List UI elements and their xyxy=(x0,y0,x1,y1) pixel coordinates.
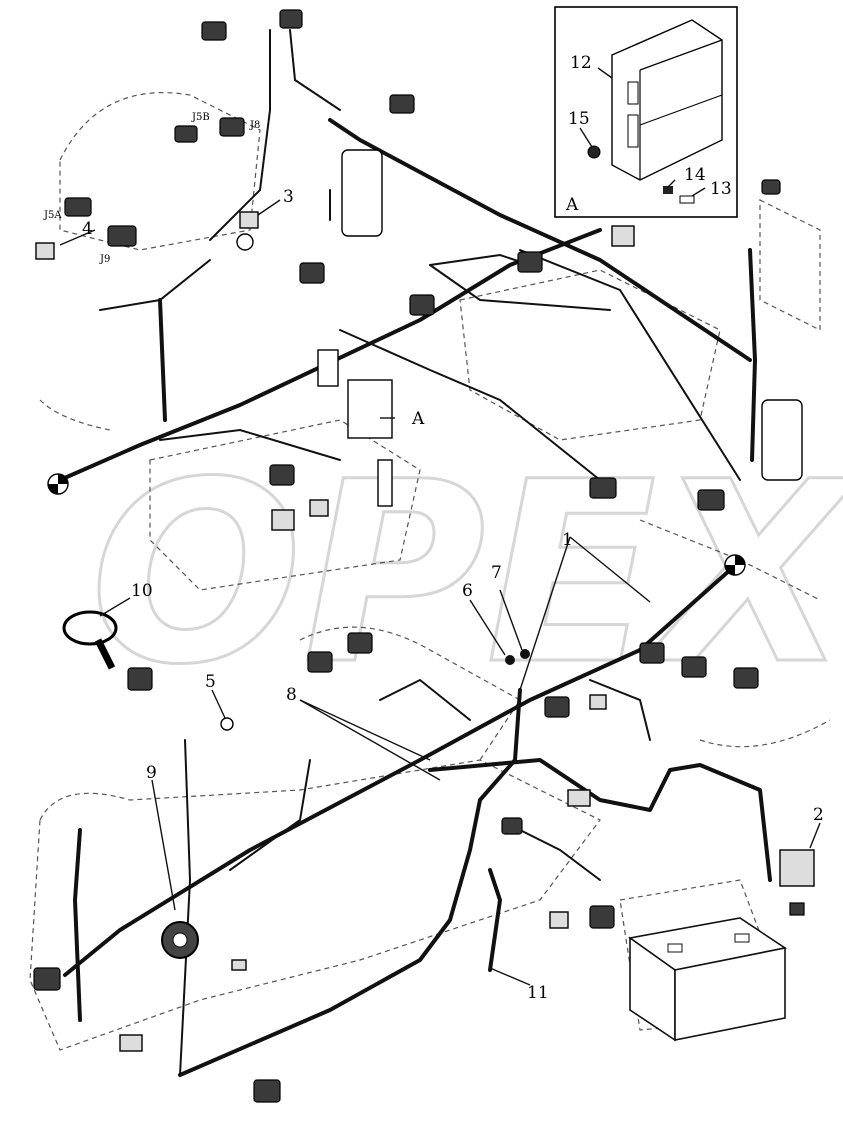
callout-8: 8 xyxy=(286,685,297,705)
label-j5b: J5B xyxy=(191,112,210,123)
callout-13: 13 xyxy=(710,179,732,199)
connector-j5a xyxy=(64,197,92,217)
connector-j8 xyxy=(219,117,245,137)
connector-top-2 xyxy=(279,9,303,29)
callout-numbers: 1 2 3 4 5 6 7 8 9 10 11 12 13 14 15 A A … xyxy=(43,53,824,1003)
callout-12: 12 xyxy=(570,53,592,73)
callout-1: 1 xyxy=(562,530,573,550)
connector-j9 xyxy=(107,225,137,247)
connector-3 xyxy=(239,211,259,229)
detail-a-label: A xyxy=(565,195,579,215)
main-harness xyxy=(58,29,772,1077)
connector-4 xyxy=(35,242,55,260)
label-j9: J9 xyxy=(99,254,110,265)
connector-j5b xyxy=(174,125,198,143)
watermark: OPEX xyxy=(90,428,843,719)
connectors xyxy=(33,9,815,1103)
callout-6: 6 xyxy=(462,581,473,601)
callout-15: 15 xyxy=(568,109,590,129)
leader-lines xyxy=(59,67,821,986)
cable-strap xyxy=(62,610,118,670)
label-j5a: J5A xyxy=(43,210,62,221)
inset-reference-a: A xyxy=(411,409,425,429)
battery xyxy=(627,917,788,1042)
callout-7: 7 xyxy=(491,563,502,583)
callout-2: 2 xyxy=(813,805,824,825)
callout-3: 3 xyxy=(283,187,294,207)
callout-4: 4 xyxy=(82,219,93,239)
label-j8: J8 xyxy=(249,120,260,131)
controller-box-top xyxy=(341,149,383,237)
connector-top-1 xyxy=(201,21,227,41)
controller-box-right xyxy=(761,399,803,481)
callout-10: 10 xyxy=(131,581,153,601)
callout-9: 9 xyxy=(146,763,157,783)
connector-top-3 xyxy=(389,94,415,114)
callout-5: 5 xyxy=(205,672,216,692)
callout-14: 14 xyxy=(684,165,706,185)
detail-inset-a xyxy=(554,6,738,218)
callout-11: 11 xyxy=(527,983,549,1003)
